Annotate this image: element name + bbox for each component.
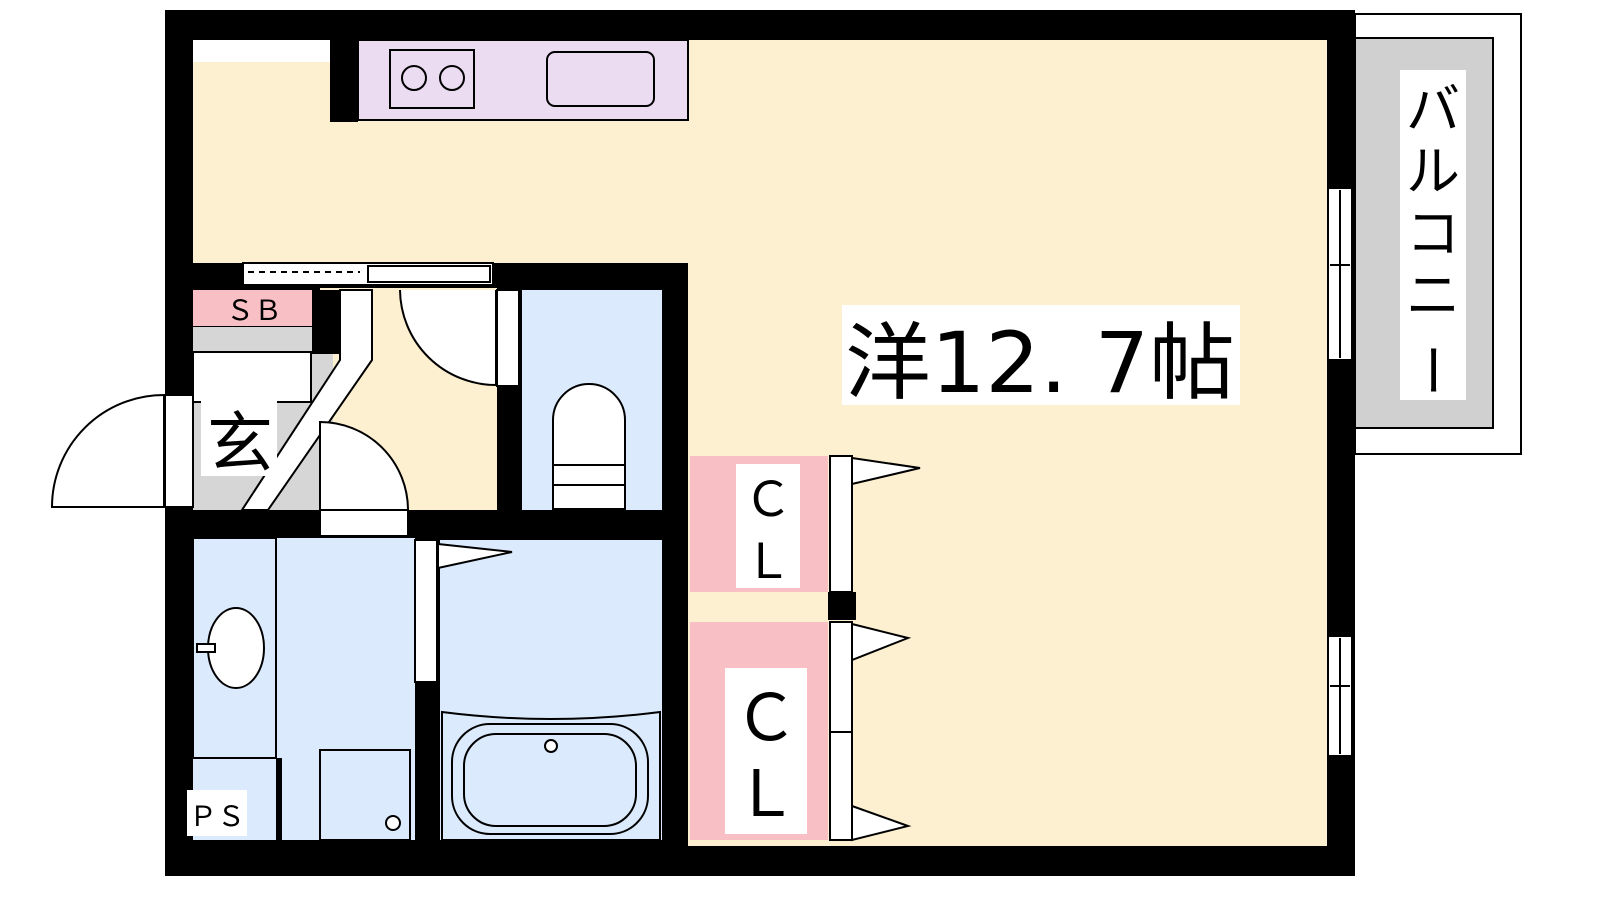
entrance-side-wall <box>312 290 340 354</box>
closet-lower-label-c: Ｃ <box>734 682 798 756</box>
closet-upper-label-l: Ｌ <box>744 534 792 590</box>
entrance-label: 玄 <box>207 405 273 482</box>
entrance-door-swing-icon <box>50 393 165 508</box>
entrance-step <box>192 351 312 403</box>
bathroom-wall-stub <box>415 682 440 842</box>
sliding-door-panel <box>367 265 491 283</box>
hall-door-swing-icon <box>399 289 497 387</box>
bathtub-drain-icon <box>544 739 558 753</box>
bathroom-door-swing-icon <box>437 542 513 570</box>
hall-door-jamb <box>496 289 520 387</box>
pipe-space-label: ＰＳ <box>189 800 245 833</box>
pipe-space-wall <box>276 758 282 840</box>
closet-divider-stub <box>828 592 856 620</box>
burner-right-icon <box>439 65 465 91</box>
balcony-label-5: ー <box>1400 343 1463 397</box>
closet-lower-door-swing-icon <box>851 622 912 662</box>
shoe-box-label: ＳＢ <box>226 294 282 327</box>
sink <box>546 51 655 107</box>
closet-upper-label-box <box>736 464 800 588</box>
hall-diagonal-wall <box>240 289 373 511</box>
wall-pillar <box>330 40 358 122</box>
wall-gap-top-left <box>193 40 330 62</box>
washroom-door-swing-icon <box>319 420 410 511</box>
closet-lower-label-l: Ｌ <box>734 758 798 832</box>
drain-icon <box>385 815 401 831</box>
bathtub-basin-icon <box>463 733 637 827</box>
balcony-label-box <box>1400 70 1466 400</box>
stove <box>389 49 475 109</box>
closet-lower-door-top <box>829 621 853 733</box>
toilet-seat-icon <box>552 464 626 486</box>
closet-upper-label-c: Ｃ <box>744 472 792 528</box>
toilet-bowl-icon <box>552 383 626 469</box>
pipe-space <box>187 790 247 836</box>
bathtub-outline <box>441 710 661 841</box>
bathtub-inner-icon <box>451 723 649 835</box>
western-room-floor <box>193 40 1327 846</box>
room-label-box <box>842 305 1240 405</box>
closet-upper-door-swing-icon <box>851 456 921 486</box>
balcony-label-3: コ <box>1406 202 1460 265</box>
wash-basin-icon <box>207 607 265 689</box>
room-label: 洋12. 7帖 <box>845 314 1235 412</box>
toilet-tank-icon <box>552 484 626 510</box>
burner-left-icon <box>401 65 427 91</box>
bathroom-door-frame <box>414 539 438 683</box>
entrance-label-box <box>201 400 277 476</box>
closet-upper-door <box>829 455 853 593</box>
closet-lower-label-box <box>725 668 807 834</box>
closet-lower-door-swing-2-icon <box>851 804 912 842</box>
entrance-opening <box>164 394 194 508</box>
faucet-icon <box>196 643 216 653</box>
balcony-label-4: ニ <box>1406 264 1460 327</box>
washroom-door-frame <box>319 509 409 537</box>
shoe-box <box>193 290 313 326</box>
balcony-label-1: バ <box>1406 78 1460 141</box>
balcony-label-2: ル <box>1406 140 1460 203</box>
kitchen-area-floor <box>193 90 330 263</box>
closet-lower-door-bottom <box>829 731 853 841</box>
